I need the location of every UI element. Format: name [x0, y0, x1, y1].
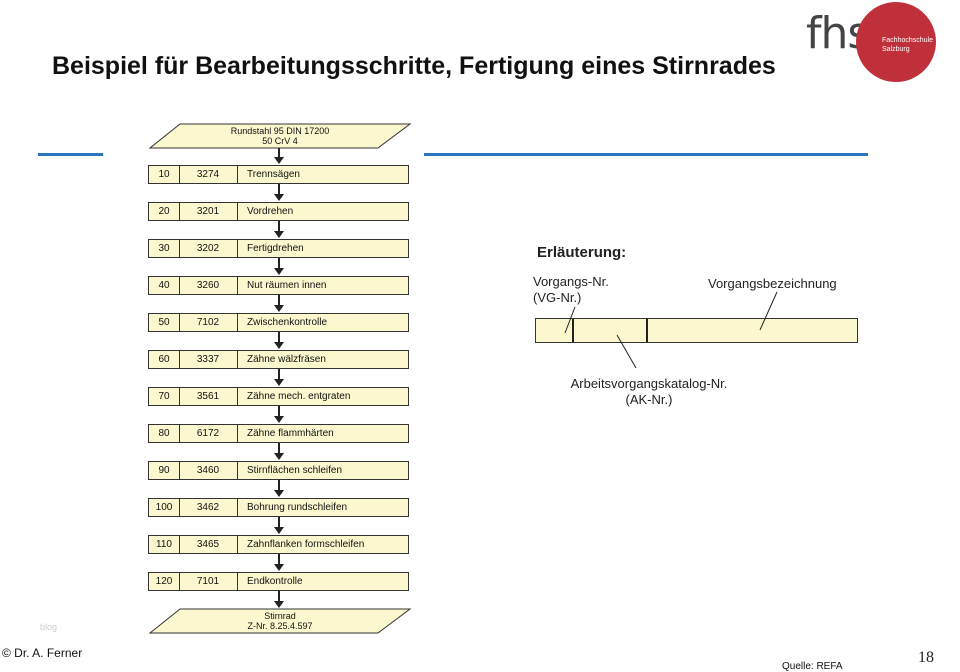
step-ak-number: 3201 — [179, 203, 238, 220]
step-name: Zahnflanken formschleifen — [247, 539, 365, 550]
flow-arrow — [274, 591, 284, 608]
step-name: Trennsägen — [247, 169, 300, 180]
vg-label-line2: (VG-Nr.) — [533, 290, 582, 305]
flow-arrow — [274, 554, 284, 571]
explanation-box — [535, 318, 858, 343]
end-line1: Stirnrad — [264, 611, 296, 621]
step-name: Fertigdrehen — [247, 243, 304, 254]
step-ak-number: 3460 — [179, 462, 238, 479]
step-ak-number: 3337 — [179, 351, 238, 368]
ak-label: Arbeitsvorgangskatalog-Nr. (AK-Nr.) — [559, 376, 739, 408]
accent-rule-left — [38, 153, 103, 156]
step-ak-number: 3202 — [179, 240, 238, 257]
step-ak-number: 3274 — [179, 166, 238, 183]
step-ak-number: 3260 — [179, 277, 238, 294]
end-line2: Z-Nr. 8.25.4.597 — [247, 621, 313, 631]
ak-label-line1: Arbeitsvorgangskatalog-Nr. — [570, 376, 728, 391]
flow-arrow — [274, 517, 284, 534]
step-ak-number: 3561 — [179, 388, 238, 405]
vg-label: Vorgangs-Nr. (VG-Nr.) — [533, 274, 609, 306]
step-vg-number: 10 — [149, 166, 180, 183]
step-vg-number: 20 — [149, 203, 180, 220]
step-ak-number: 3465 — [179, 536, 238, 553]
flow-arrow — [274, 295, 284, 312]
step-vg-number: 50 — [149, 314, 180, 331]
step-name: Stirnflächen schleifen — [247, 465, 343, 476]
logo-circle-line2: Salzburg — [882, 46, 910, 53]
step-name: Vordrehen — [247, 206, 294, 217]
start-line1: Rundstahl 95 DIN 17200 — [230, 126, 330, 136]
step-vg-number: 90 — [149, 462, 180, 479]
start-line2: 50 CrV 4 — [262, 136, 298, 146]
flow-arrow — [274, 221, 284, 238]
step-name: Zähne wälzfräsen — [247, 354, 326, 365]
slide-title: Beispiel für Bearbeitungsschritte, Ferti… — [52, 52, 776, 80]
page-number: 18 — [918, 649, 934, 666]
step-vg-number: 70 — [149, 388, 180, 405]
ak-label-line2: (AK-Nr.) — [625, 392, 673, 407]
flow-arrow — [274, 480, 284, 497]
desc-label: Vorgangsbezeichnung — [708, 276, 837, 291]
start-material: Rundstahl 95 DIN 17200 50 CrV 4 — [200, 126, 360, 146]
logo-circle-line1: Fachhochschule — [882, 37, 933, 44]
step-ak-number: 6172 — [179, 425, 238, 442]
flow-arrow — [274, 258, 284, 275]
flow-arrow — [274, 406, 284, 423]
accent-rule-right — [424, 153, 868, 156]
step-name: Zähne mech. entgraten — [247, 391, 351, 402]
step-vg-number: 100 — [149, 499, 180, 516]
step-vg-number: 110 — [149, 536, 180, 553]
step-name: Nut räumen innen — [247, 280, 327, 291]
step-name: Zwischenkontrolle — [247, 317, 328, 328]
step-name: Endkontrolle — [247, 576, 303, 587]
flow-arrow — [274, 443, 284, 460]
step-ak-number: 3462 — [179, 499, 238, 516]
explanation-divider-2 — [646, 319, 648, 342]
step-vg-number: 40 — [149, 277, 180, 294]
step-vg-number: 80 — [149, 425, 180, 442]
step-vg-number: 30 — [149, 240, 180, 257]
step-name: Zähne flammhärten — [247, 428, 334, 439]
vg-label-line1: Vorgangs-Nr. — [533, 274, 609, 289]
flow-arrow — [274, 332, 284, 349]
start-parallelogram — [148, 123, 412, 149]
flow-arrow — [274, 369, 284, 386]
step-name: Bohrung rundschleifen — [247, 502, 348, 513]
step-ak-number: 7102 — [179, 314, 238, 331]
logo-circle: Fachhochschule Salzburg — [856, 2, 936, 82]
flow-arrow — [274, 184, 284, 201]
flow-arrow — [274, 148, 284, 164]
step-vg-number: 60 — [149, 351, 180, 368]
step-vg-number: 120 — [149, 573, 180, 590]
explanation-divider-1 — [572, 319, 574, 342]
author-credit: © Dr. A. Ferner — [2, 646, 83, 660]
watermark: blog — [40, 622, 58, 632]
source-credit: Quelle: REFA — [782, 661, 843, 672]
end-parallelogram — [148, 608, 412, 634]
end-product: Stirnrad Z-Nr. 8.25.4.597 — [200, 611, 360, 631]
step-ak-number: 7101 — [179, 573, 238, 590]
explanation-title: Erläuterung: — [537, 244, 627, 261]
